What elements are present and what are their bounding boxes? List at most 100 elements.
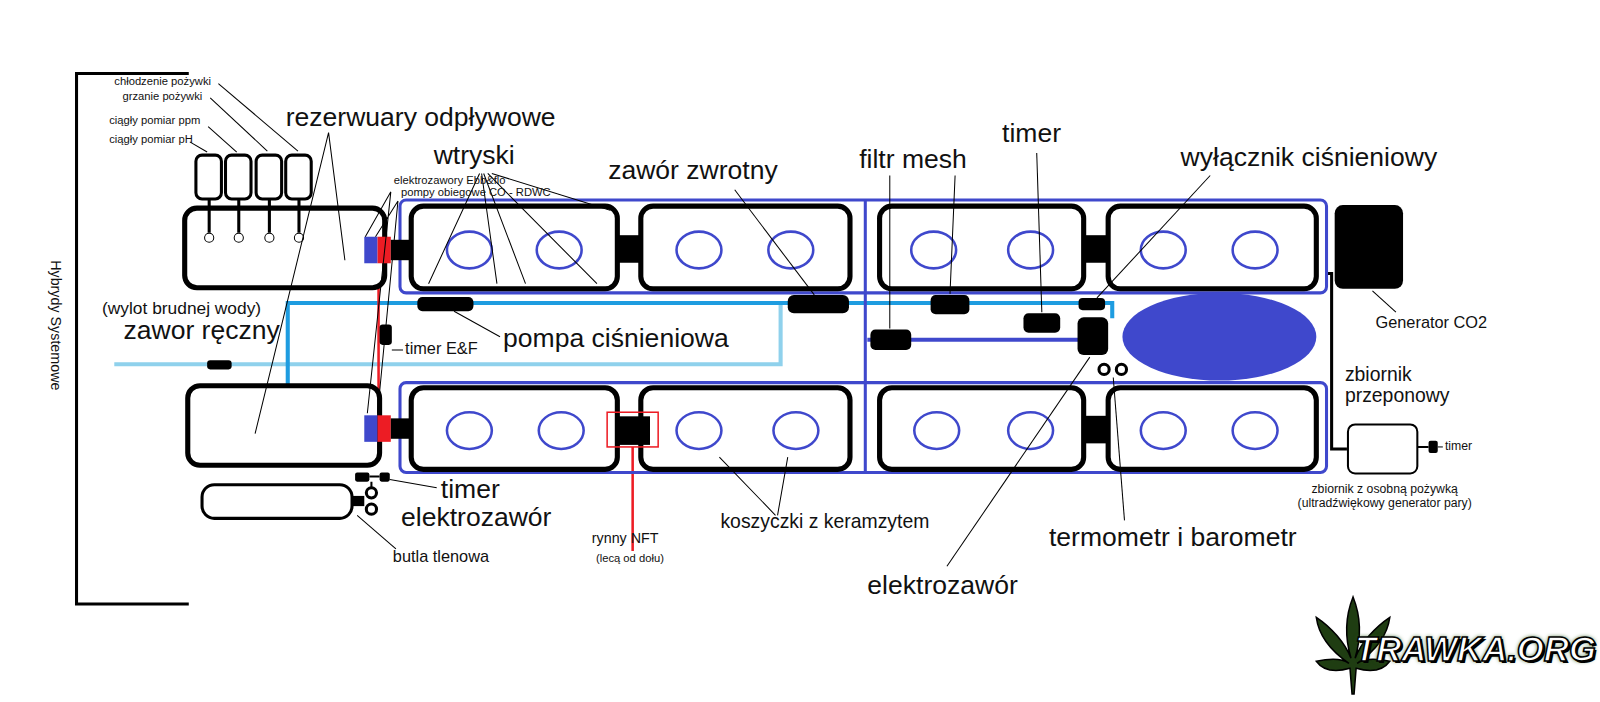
part-label: filtr mesh xyxy=(859,145,967,174)
part-label: wyłącznik ciśnieniowy xyxy=(1181,143,1438,172)
part-label: ciągły pomiar pH xyxy=(109,133,193,145)
tray xyxy=(411,206,617,289)
part-label: pompy obiegowe CO - RDWC xyxy=(401,186,551,198)
part-label: elektrozawór xyxy=(401,502,551,531)
part-label: ciągły pomiar ppm xyxy=(109,114,200,126)
part-label: zawor ręczny xyxy=(123,315,279,344)
leader xyxy=(719,457,787,515)
basket xyxy=(1233,412,1278,449)
part-label: pompa ciśnieniowa xyxy=(503,323,729,352)
coupling xyxy=(391,418,411,438)
sensors xyxy=(196,155,311,242)
regulator xyxy=(352,496,364,506)
pipes xyxy=(114,263,1347,551)
solenoid-valve xyxy=(380,472,390,481)
leader xyxy=(208,127,237,153)
basket xyxy=(911,232,956,269)
bracket-label: Hybrydy Systemowe xyxy=(48,260,64,390)
part-label: grzanie pożywki xyxy=(122,90,202,102)
leader xyxy=(1113,378,1124,521)
nft-marker xyxy=(607,412,658,447)
gauge xyxy=(366,504,376,514)
gauges xyxy=(1099,364,1127,374)
part-label: timer E&F xyxy=(405,340,478,358)
leader xyxy=(454,311,500,337)
sensor xyxy=(196,155,222,199)
part-label: elektrozawory Ebb&flo xyxy=(394,173,506,185)
node-label: Generator CO2 xyxy=(1375,313,1487,332)
reservoir xyxy=(185,208,385,288)
diaphragm-tank xyxy=(1122,293,1316,381)
part-label: (lecą od dołu) xyxy=(596,552,664,564)
basket xyxy=(677,232,722,269)
leader xyxy=(890,176,955,329)
timer xyxy=(1429,441,1438,453)
blue-pipe xyxy=(288,303,1112,385)
top-frame xyxy=(400,200,1327,293)
tray-frames xyxy=(400,200,1327,472)
leader-lines xyxy=(190,84,1443,567)
part-label: termometr i barometr xyxy=(1049,522,1297,551)
leader xyxy=(255,133,345,434)
leader xyxy=(210,98,267,151)
leader xyxy=(1372,291,1395,312)
thermometer xyxy=(1099,364,1109,374)
manual-valve xyxy=(207,360,231,369)
basket xyxy=(537,232,582,269)
sensor xyxy=(286,155,312,199)
part-label: elektrozawór xyxy=(867,570,1017,599)
part-label: zawór zwrotny xyxy=(608,155,778,184)
basket xyxy=(773,412,818,449)
basket xyxy=(914,412,959,449)
valves xyxy=(364,237,411,442)
pressure-pump xyxy=(417,297,473,311)
leader xyxy=(392,349,403,350)
pump xyxy=(378,415,391,442)
mesh-filter xyxy=(870,330,911,350)
timer xyxy=(1023,313,1060,332)
co2-generator: Generator CO2 xyxy=(1335,205,1403,289)
basket xyxy=(768,232,813,269)
part-label: timer xyxy=(1002,118,1061,147)
sensor-stems xyxy=(209,199,299,233)
leader xyxy=(1037,153,1042,312)
basket xyxy=(447,232,492,269)
basket xyxy=(1141,232,1186,269)
solenoid-valve xyxy=(1078,317,1109,355)
frame-divider xyxy=(864,200,867,472)
node-label: zbiornik z osobną pożywką (ultradźwiękow… xyxy=(1283,483,1487,511)
part-label: rynny NFT xyxy=(592,531,659,547)
mesh-filter xyxy=(931,295,970,314)
nft-channel xyxy=(607,412,658,447)
timer xyxy=(355,472,369,481)
probe xyxy=(234,233,243,242)
part-label: timer xyxy=(441,474,500,503)
part-label: wtryski xyxy=(434,141,515,170)
tray xyxy=(411,388,617,470)
leader xyxy=(365,192,398,413)
basket xyxy=(1141,412,1186,449)
oxygen xyxy=(202,472,390,518)
valve xyxy=(364,415,377,442)
tray xyxy=(641,388,850,470)
tray xyxy=(1108,206,1316,289)
basket xyxy=(1008,232,1053,269)
part-label: timer xyxy=(1445,440,1472,453)
sensor xyxy=(226,155,252,199)
tray xyxy=(641,206,850,289)
oxygen-bottle xyxy=(202,485,352,519)
tray xyxy=(880,206,1084,289)
barometer xyxy=(1116,364,1126,374)
sensor-tips xyxy=(205,233,304,242)
bottom-frame xyxy=(400,383,1327,473)
check-valve xyxy=(788,295,849,313)
leader xyxy=(390,480,437,488)
black-pipe xyxy=(1327,273,1347,449)
probe xyxy=(265,233,274,242)
probe xyxy=(205,233,214,242)
hose xyxy=(369,477,379,488)
mist-tank: zbiornik z osobną pożywką (ultradźwiękow… xyxy=(1347,423,1418,474)
tray xyxy=(880,388,1084,470)
